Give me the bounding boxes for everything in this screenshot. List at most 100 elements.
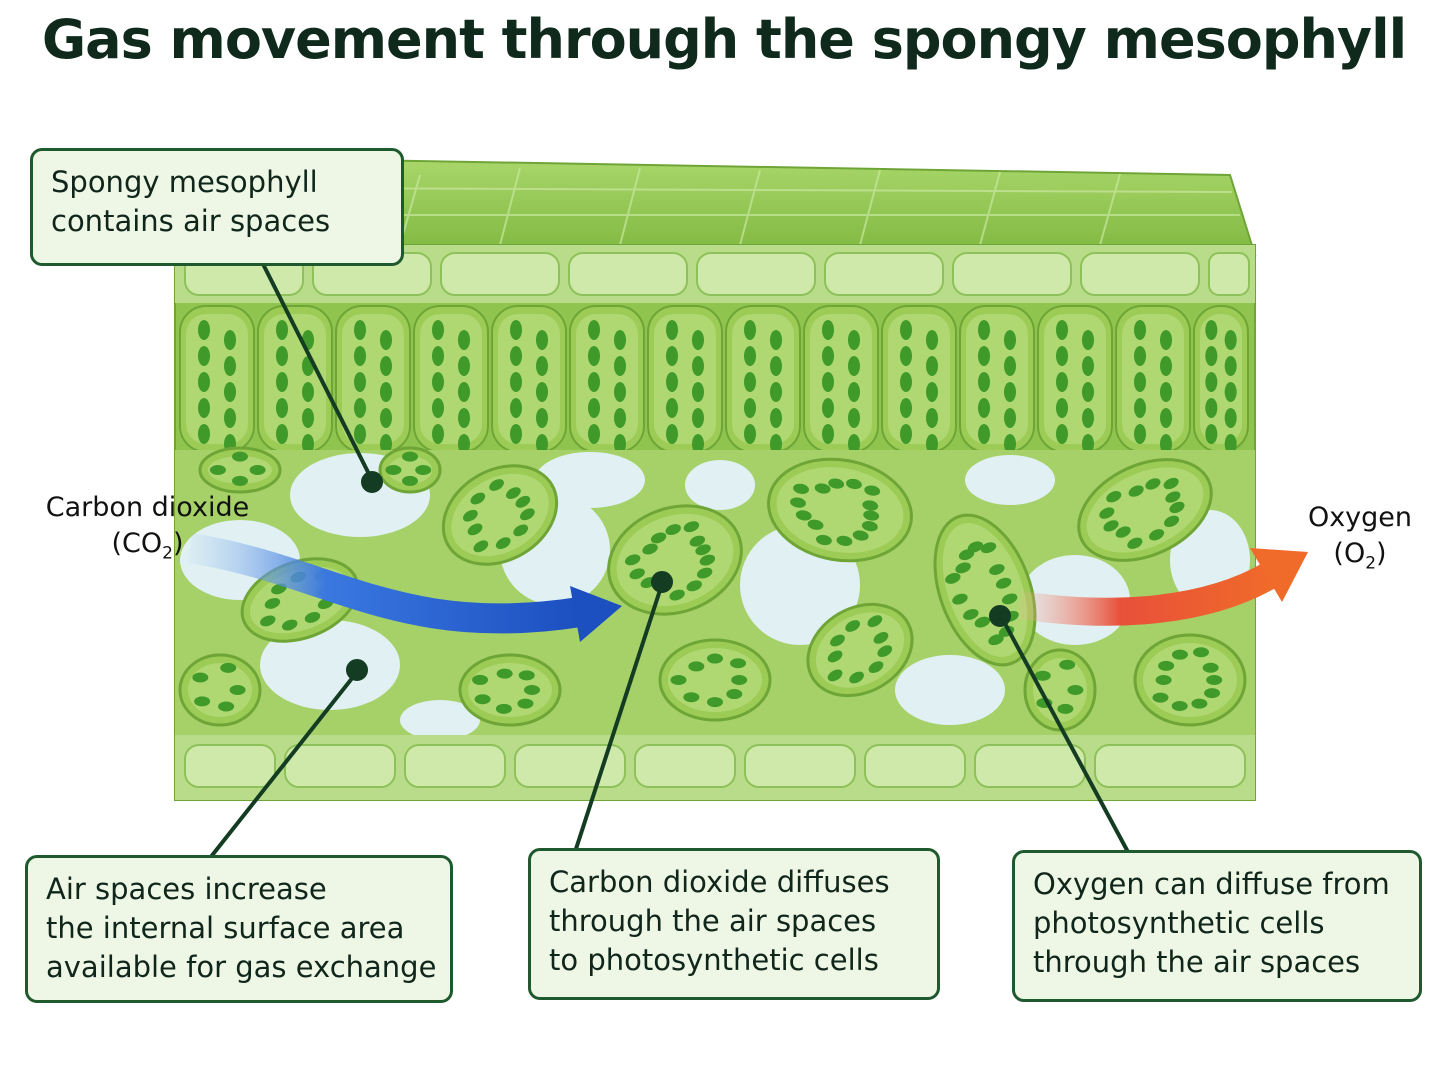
chloroplast (614, 356, 626, 376)
chloroplast (822, 372, 834, 392)
chloroplast (1127, 537, 1143, 549)
chloroplast (846, 478, 862, 490)
chloroplast (281, 619, 298, 631)
chloroplast (513, 524, 529, 537)
chloroplast (952, 593, 968, 605)
chloroplast (1034, 670, 1051, 681)
chloroplast (432, 346, 444, 366)
chloroplast (354, 424, 366, 444)
spongy-cell (806, 602, 914, 698)
chloroplast (380, 330, 392, 350)
chloroplast (1067, 685, 1084, 695)
chloroplast (900, 398, 912, 418)
chloroplast (510, 372, 522, 392)
chloroplast (692, 382, 704, 402)
chloroplast (1004, 382, 1016, 402)
chloroplast (707, 653, 723, 664)
chloroplast (1001, 593, 1018, 605)
chloroplast (863, 510, 880, 521)
chloroplast (848, 434, 860, 454)
chloroplast (354, 320, 366, 340)
chloroplast (848, 330, 860, 350)
chloroplast (926, 382, 938, 402)
chloroplast (696, 567, 713, 579)
chloroplast (1160, 434, 1172, 454)
chloroplast (1103, 520, 1119, 532)
spongy-cells (178, 446, 1247, 732)
chloroplast (354, 346, 366, 366)
chloroplast (432, 372, 444, 392)
chloroplast (1082, 330, 1094, 350)
chloroplast (495, 703, 512, 714)
chloroplast (1056, 320, 1068, 340)
chloroplast (852, 530, 869, 541)
chloroplast (614, 434, 626, 454)
chloroplast (770, 408, 782, 428)
chloroplast (900, 424, 912, 444)
chloroplast (900, 346, 912, 366)
chloroplast (432, 320, 444, 340)
chloroplast (822, 398, 834, 418)
chloroplast (1099, 507, 1115, 519)
o2-arrow-icon (1017, 548, 1308, 626)
chloroplast (955, 562, 971, 574)
chloroplast (926, 434, 938, 454)
chloroplast (380, 356, 392, 376)
chloroplast (730, 658, 747, 669)
chloroplast (415, 465, 432, 475)
chloroplast (1115, 526, 1131, 538)
chloroplast (689, 535, 706, 547)
callout-air-spaces: Air spaces increase the internal surface… (25, 855, 453, 1003)
chloroplast (900, 320, 912, 340)
chloroplast (218, 701, 235, 712)
chloroplast (666, 372, 678, 392)
chloroplast (1134, 346, 1146, 366)
o2-label: Oxygen (O2) (1290, 500, 1430, 581)
spongy-cell (198, 446, 282, 494)
chloroplast (198, 346, 210, 366)
chloroplast (1128, 485, 1144, 497)
chloroplast (432, 398, 444, 418)
chloroplast (510, 424, 522, 444)
chloroplast (276, 424, 288, 444)
chloroplast (380, 382, 392, 402)
chloroplast (432, 424, 444, 444)
chloroplast (458, 434, 470, 454)
chloroplast (1056, 346, 1068, 366)
chloroplast (588, 320, 600, 340)
co2-arrow-icon (187, 533, 622, 642)
chloroplast (1056, 424, 1068, 444)
chloroplast (827, 669, 843, 682)
chloroplast (224, 356, 236, 376)
chloroplast (467, 523, 483, 536)
chloroplast (744, 372, 756, 392)
chloroplast (1193, 647, 1210, 658)
chloroplast (588, 424, 600, 444)
chloroplast (614, 382, 626, 402)
chloroplast (963, 609, 979, 620)
chloroplast (536, 356, 548, 376)
chloroplast (380, 434, 392, 454)
chloroplast (1057, 703, 1074, 714)
callout-co2-diffuses: Carbon dioxide diffuses through the air … (528, 848, 940, 1000)
chloroplast (1205, 398, 1218, 418)
chloroplast (249, 465, 266, 475)
chloroplast (795, 510, 812, 521)
chloroplast (848, 356, 860, 376)
chloroplast (1160, 356, 1172, 376)
chloroplast (198, 320, 210, 340)
chloroplast (1082, 434, 1094, 454)
chloroplast (276, 398, 288, 418)
chloroplast (770, 356, 782, 376)
chloroplast (1205, 346, 1218, 366)
chloroplast (683, 521, 700, 533)
chloroplast (385, 465, 402, 475)
chloroplast (1171, 701, 1188, 712)
chloroplast (670, 675, 687, 685)
leader-lines (208, 261, 1130, 860)
chloroplast (614, 330, 626, 350)
chloroplast (692, 356, 704, 376)
chloroplast (877, 645, 893, 658)
chloroplast (836, 535, 853, 546)
chloroplast (1134, 372, 1146, 392)
